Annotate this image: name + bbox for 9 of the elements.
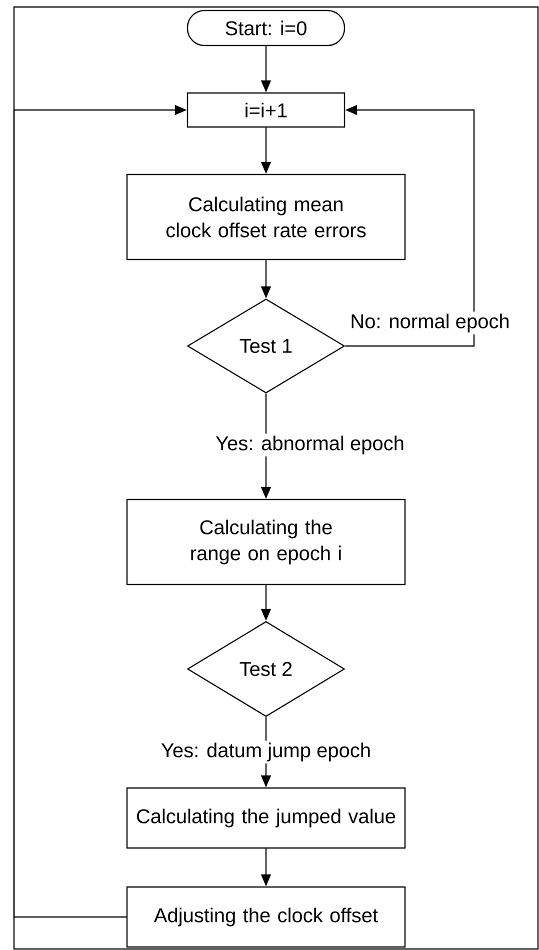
process-box: Calculating the range on epoch i [126, 498, 406, 586]
edge-label: No: normal epoch [348, 312, 512, 334]
edge-label: Yes: abnormal epoch [214, 434, 406, 456]
process-box: Calculating the jumped value [126, 787, 406, 849]
process-box: Adjusting the clock offset [126, 886, 406, 948]
process-box: i=i+1 [186, 92, 346, 128]
start-terminal: Start: i=0 [186, 10, 346, 46]
edge-label: Yes: datum jump epoch [158, 740, 374, 764]
process-box: Calculating mean clock offset rate errors [126, 174, 406, 260]
